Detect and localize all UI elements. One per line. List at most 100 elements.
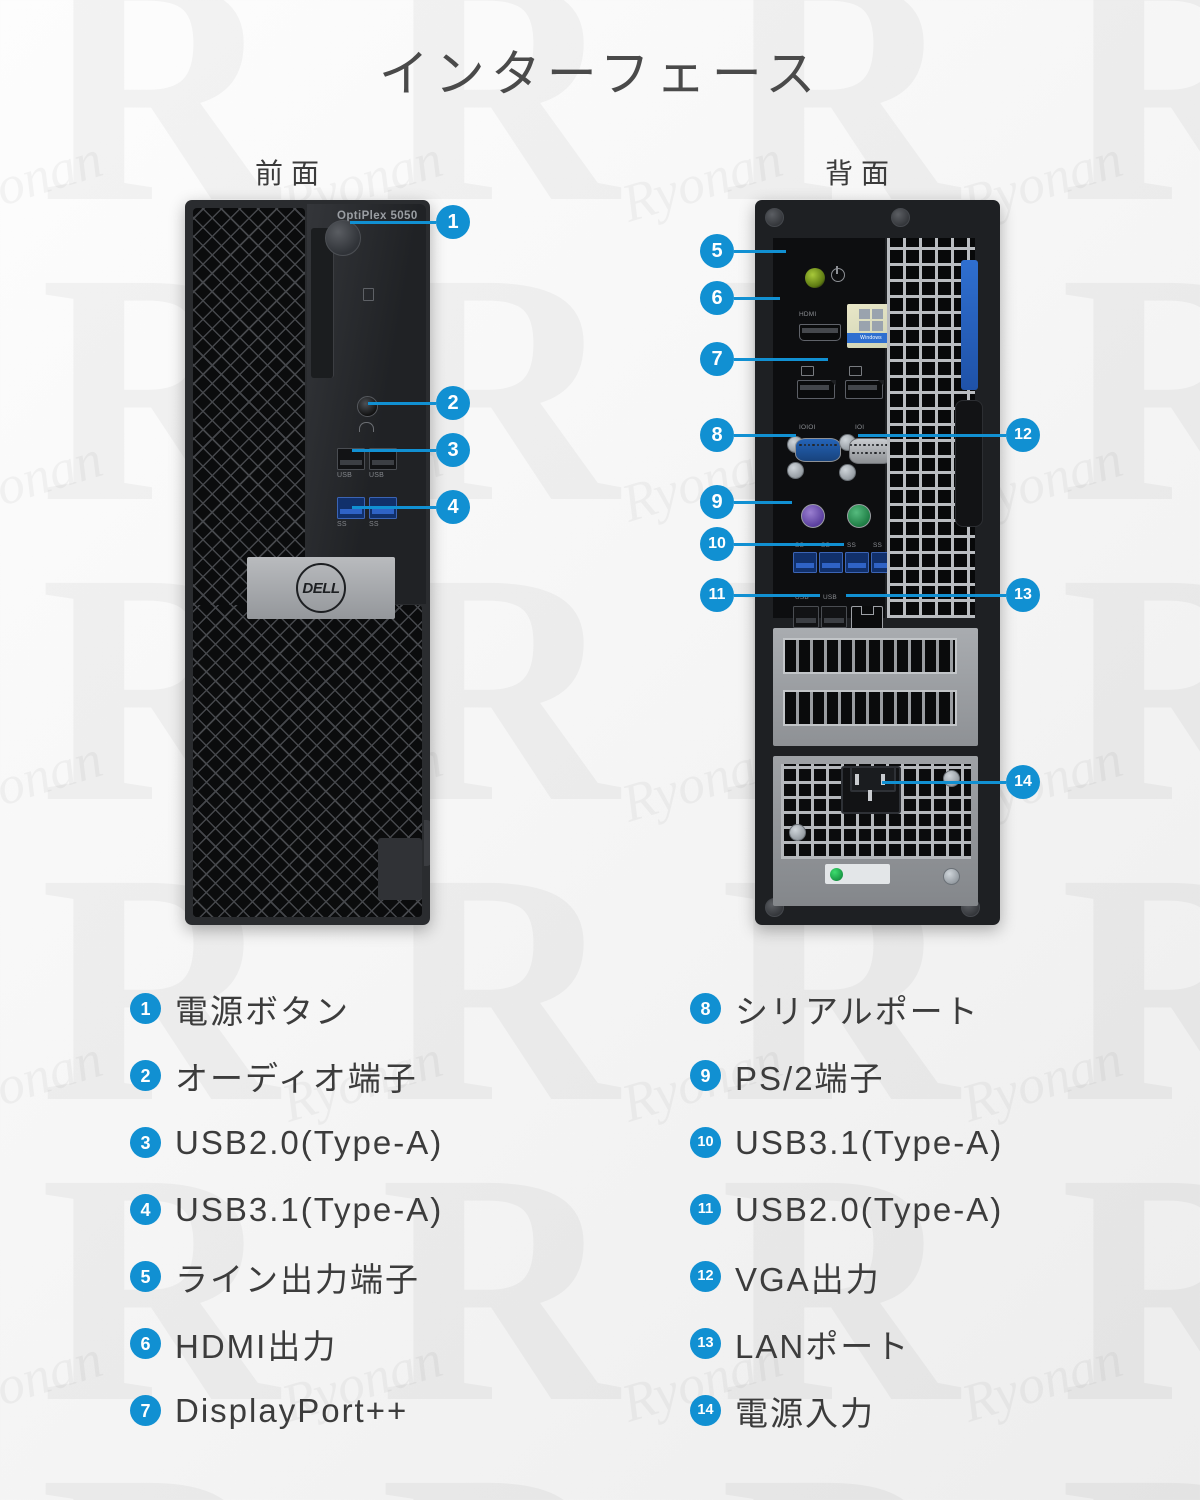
- rear-usb3-port-3[interactable]: [845, 552, 869, 573]
- dell-logo-icon: DELL: [296, 563, 346, 613]
- displayport-1[interactable]: [797, 379, 836, 399]
- legend-item: 4 USB3.1(Type-A): [130, 1176, 650, 1243]
- legend-badge-13: 13: [690, 1328, 721, 1359]
- legend-label-12: VGA出力: [735, 1260, 881, 1298]
- front-side-clip: [424, 820, 430, 866]
- usb2-label-rear-2: USB: [823, 594, 837, 601]
- legend-label-7: DisplayPort++: [175, 1391, 409, 1429]
- power-supply-area: [773, 756, 978, 906]
- legend-badge-12: 12: [690, 1261, 721, 1292]
- callout-badge-10: 10: [700, 527, 734, 561]
- callout-5[interactable]: 5: [700, 234, 786, 268]
- psu-screw-ml: [789, 824, 806, 841]
- callout-14[interactable]: 14: [882, 765, 1040, 799]
- legend-label-1: 電源ボタン: [175, 992, 350, 1030]
- io-shield-plate: HDMI Windows IOIOI IOI SS SS: [773, 238, 895, 635]
- rear-usb2-port-1[interactable]: [793, 606, 819, 628]
- headphone-icon: [359, 422, 374, 432]
- callout-6[interactable]: 6: [700, 281, 780, 315]
- psu-screw-br: [943, 868, 960, 885]
- legend-badge-9: 9: [690, 1060, 721, 1091]
- optical-drive-slot: [311, 228, 334, 378]
- rear-side-handle: [955, 400, 983, 527]
- hdmi-port[interactable]: [799, 324, 841, 341]
- callout-1[interactable]: 1: [350, 205, 470, 239]
- usb3-label-rear-3: SS: [847, 542, 857, 549]
- serial-screw-r: [787, 462, 804, 479]
- page-title: インターフェース: [378, 46, 822, 102]
- rear-usb3-port-1[interactable]: [793, 552, 817, 573]
- watermark-text: Ryonan: [0, 127, 109, 234]
- ps2-mouse-port[interactable]: [847, 504, 871, 528]
- legend-label-14: 電源入力: [735, 1394, 875, 1432]
- legend-badge-5: 5: [130, 1261, 161, 1292]
- legend-item: 12 VGA出力: [690, 1243, 1200, 1310]
- usb3-label-front-2: SS: [369, 521, 379, 528]
- usb2-label-front: USB: [337, 472, 352, 479]
- ps2-keyboard-port[interactable]: [801, 504, 825, 528]
- front-chassis: OptiPlex 5050 USB USB SS SS DELL: [185, 200, 430, 925]
- callout-badge-3: 3: [436, 433, 470, 467]
- callout-4[interactable]: 4: [352, 490, 470, 524]
- power-button[interactable]: [325, 220, 361, 256]
- callout-10[interactable]: 10: [700, 527, 844, 561]
- serial-port[interactable]: [795, 438, 841, 462]
- power-input-connector[interactable]: [841, 766, 901, 814]
- line-out-jack[interactable]: [805, 268, 825, 288]
- callout-badge-4: 4: [436, 490, 470, 524]
- hdmi-label: HDMI: [799, 311, 817, 318]
- usb3-label-rear-4: SS: [873, 542, 883, 549]
- legend-badge-10: 10: [690, 1127, 721, 1158]
- view-label-front: 前面: [255, 158, 328, 189]
- watermark-letter: R: [380, 0, 618, 217]
- cover-release-latch[interactable]: [961, 260, 978, 390]
- line-out-icon: [831, 266, 845, 282]
- vga-port[interactable]: [849, 438, 893, 464]
- callout-badge-7: 7: [700, 342, 734, 376]
- displayport-2[interactable]: [845, 379, 884, 399]
- front-lower-tab: [378, 838, 422, 900]
- windows-flag-icon: [859, 309, 883, 331]
- displayport-icon-1: [801, 366, 814, 376]
- watermark-letter: R: [40, 1460, 278, 1500]
- callout-7[interactable]: 7: [700, 342, 828, 376]
- callout-8[interactable]: 8: [700, 418, 796, 452]
- legend-badge-4: 4: [130, 1194, 161, 1225]
- front-audio-jack[interactable]: [357, 396, 378, 417]
- callout-3[interactable]: 3: [352, 433, 470, 467]
- windows-sticker-label: Windows: [847, 333, 895, 343]
- legend-badge-8: 8: [690, 993, 721, 1024]
- hdd-activity-icon: [363, 288, 374, 301]
- usb3-label-rear-2: SS: [821, 542, 831, 549]
- product-name-label: OptiPlex 5050: [337, 210, 418, 222]
- watermark-letter: R: [1060, 0, 1200, 217]
- rear-screw-tl: [765, 208, 784, 227]
- rear-usb3-port-2[interactable]: [819, 552, 843, 573]
- callout-11[interactable]: 11: [700, 578, 820, 612]
- front-usb2-port-1[interactable]: [337, 448, 365, 470]
- expansion-slot-1: [783, 638, 957, 674]
- watermark-letter: R: [720, 1460, 958, 1500]
- callout-2[interactable]: 2: [368, 386, 470, 420]
- rear-chassis: HDMI Windows IOIOI IOI SS SS: [755, 200, 1000, 925]
- legend-badge-7: 7: [130, 1395, 161, 1426]
- usb3-label-front: SS: [337, 521, 347, 528]
- callout-12[interactable]: 12: [858, 418, 1040, 452]
- callout-badge-13: 13: [1006, 578, 1040, 612]
- rear-usb2-port-2[interactable]: [821, 606, 847, 628]
- callout-9[interactable]: 9: [700, 485, 792, 519]
- legend-label-4: USB3.1(Type-A): [175, 1190, 444, 1228]
- callout-13[interactable]: 13: [846, 578, 1040, 612]
- callout-badge-6: 6: [700, 281, 734, 315]
- rear-screw-tm: [891, 208, 910, 227]
